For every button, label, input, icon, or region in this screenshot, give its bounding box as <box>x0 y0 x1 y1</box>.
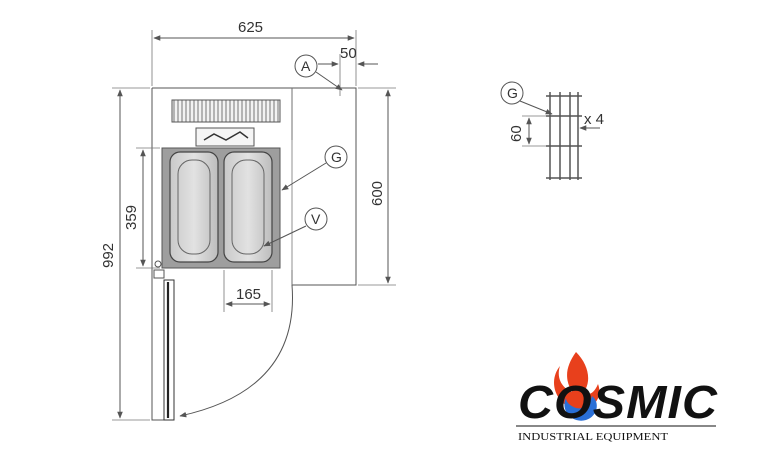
rail-detail-view: G 60 x 4 <box>500 81 604 180</box>
logo-subtitle: INDUSTRIAL EQUIPMENT <box>518 431 668 443</box>
dim-basket-width: 165 <box>236 286 261 303</box>
detail-g-leader <box>519 100 553 115</box>
callout-v: V <box>311 211 321 227</box>
callout-g-leader <box>281 162 327 191</box>
dim-overall-depth: 992 <box>100 243 117 268</box>
dimension-labels: 625 50 992 359 600 165 <box>100 19 386 303</box>
hinge-block <box>153 269 165 279</box>
callout-a: A <box>301 58 311 74</box>
detail-g-circle <box>500 81 524 105</box>
control-knob-icon <box>203 131 249 141</box>
dim-rail-spacing: 60 <box>508 125 525 142</box>
grill-panel <box>171 99 281 123</box>
basket-left <box>169 151 219 263</box>
cosmic-logo: COSMIC INDUSTRIAL EQUIPMENT <box>516 352 718 443</box>
dim-cabinet-depth: 600 <box>369 181 386 206</box>
hinge-icon <box>154 260 162 268</box>
callout-a-circle <box>294 54 318 78</box>
callouts: A G V <box>263 54 348 247</box>
door-swing-arc <box>179 284 293 418</box>
detail-g: G <box>507 85 518 101</box>
basket-left-rim <box>177 159 211 255</box>
plan-view <box>151 87 357 421</box>
control-panel <box>195 127 255 147</box>
logo-word: COSMIC <box>518 376 718 428</box>
callout-a-leader <box>315 71 343 91</box>
callout-g-circle <box>324 145 348 169</box>
dim-overall-width: 625 <box>238 19 263 36</box>
callout-v-circle <box>304 207 328 231</box>
dim-offset: 50 <box>340 45 357 62</box>
basket-right-rim <box>231 159 265 255</box>
dimension-lines <box>112 30 396 421</box>
callout-g: G <box>331 149 342 165</box>
callout-v-leader <box>263 225 307 247</box>
basket-right <box>223 151 273 263</box>
flame-icon <box>554 352 600 421</box>
quantity-label: x 4 <box>584 111 604 128</box>
dim-basket-depth: 359 <box>123 205 140 230</box>
